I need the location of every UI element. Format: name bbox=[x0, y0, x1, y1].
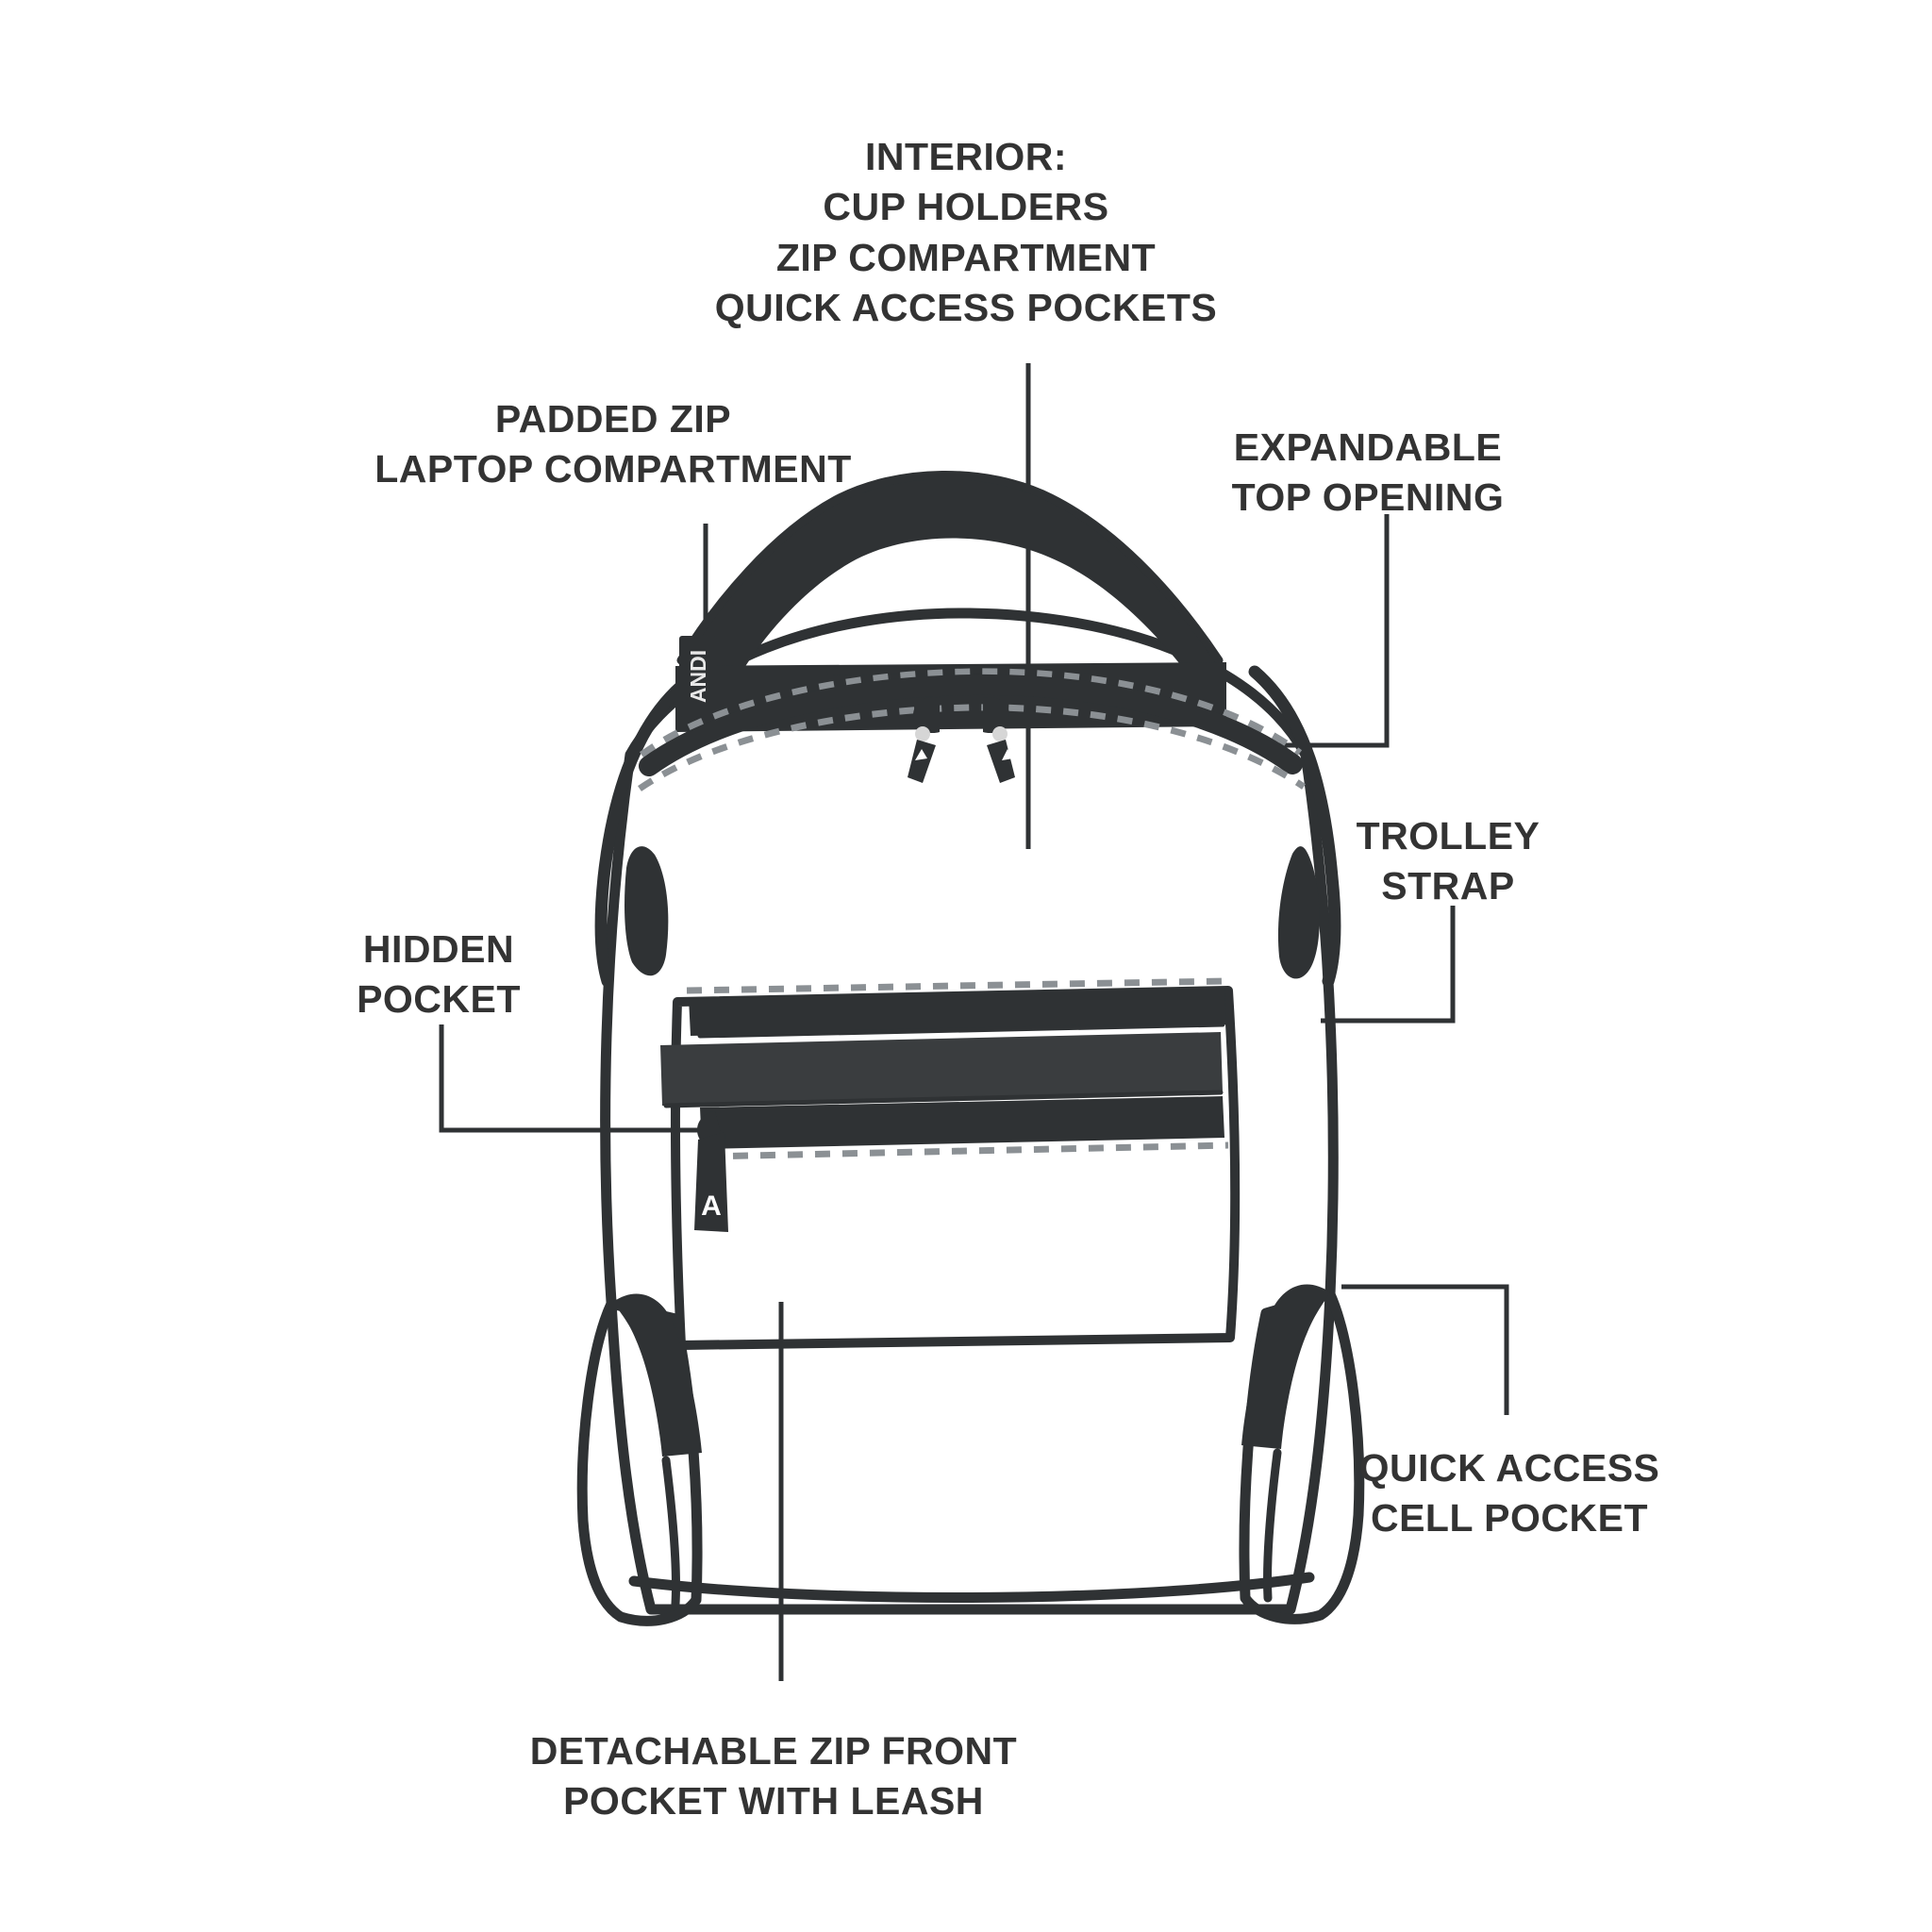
top-zipper bbox=[638, 668, 1306, 791]
zipper-slider-right bbox=[983, 696, 1009, 734]
left-pocket-seam bbox=[661, 1456, 681, 1608]
front-pocket-stitch-upper bbox=[686, 977, 1227, 994]
front-pocket-panel bbox=[670, 986, 1241, 1350]
zipper-tab-right bbox=[987, 740, 1015, 783]
handle-outline-top bbox=[676, 471, 1224, 665]
leader-trolley bbox=[1321, 906, 1456, 1024]
callout-cell-pocket: QUICK ACCESS CELL POCKET bbox=[1358, 1446, 1660, 1541]
shoulder-straps bbox=[594, 665, 1341, 988]
callout-detachable: DETACHABLE ZIP FRONT POCKET WITH LEASH bbox=[529, 1729, 1018, 1824]
callout-laptop: PADDED ZIP LAPTOP COMPARTMENT bbox=[375, 397, 852, 491]
zipper-pull-right[interactable] bbox=[983, 696, 1015, 783]
callout-expandable: EXPANDABLE TOP OPENING bbox=[1231, 425, 1505, 520]
bag-bottom-seam bbox=[628, 1572, 1315, 1604]
zipper-tab-left-logo bbox=[915, 749, 927, 760]
zipper-tab-right-logo bbox=[1002, 749, 1013, 760]
left-strap-edge bbox=[594, 670, 700, 988]
left-pocket-elastic-band bbox=[613, 1293, 702, 1457]
brand-tag: ANDI bbox=[679, 636, 717, 717]
brand-tag-patch bbox=[679, 636, 717, 717]
pull-tab-strap bbox=[694, 1132, 728, 1232]
leader-hidden bbox=[439, 1024, 717, 1133]
front-pocket-stitch-lower bbox=[705, 1141, 1229, 1160]
leader-lines bbox=[439, 363, 1509, 1681]
callout-trolley: TROLLEY STRAP bbox=[1356, 814, 1541, 908]
right-pocket-elastic-band bbox=[1241, 1284, 1330, 1449]
front-zip-highlight-2 bbox=[663, 1090, 1224, 1108]
side-pocket-left[interactable] bbox=[576, 1293, 703, 1626]
zipper-slider-left bbox=[913, 696, 940, 734]
top-zipper-tape bbox=[639, 674, 1303, 776]
right-strap-edge bbox=[1248, 665, 1341, 988]
brand-tag-label: ANDI bbox=[686, 650, 710, 703]
front-zipper-band-bottom bbox=[700, 1096, 1224, 1149]
right-pocket-seam bbox=[1262, 1448, 1282, 1603]
handle-base-band bbox=[675, 662, 1226, 732]
side-pocket-right[interactable] bbox=[1239, 1284, 1365, 1624]
front-pocket-pull-tab[interactable]: A bbox=[694, 1111, 728, 1232]
pull-tab-logo: A bbox=[701, 1191, 722, 1222]
leader-cell bbox=[1341, 1284, 1509, 1415]
front-pocket[interactable]: A bbox=[660, 977, 1241, 1350]
front-pocket-flap bbox=[660, 1032, 1223, 1106]
front-zipper-band-top bbox=[689, 987, 1226, 1036]
zipper-tab-left bbox=[908, 740, 936, 783]
zipper-pull-left[interactable] bbox=[908, 696, 940, 783]
zipper-rivet-left bbox=[915, 726, 930, 741]
handle-strap bbox=[681, 475, 1219, 717]
zipper-rivet-right bbox=[992, 726, 1008, 741]
front-zip-highlight-1 bbox=[697, 1022, 1225, 1039]
left-strap-tab bbox=[625, 846, 669, 976]
callout-interior: INTERIOR: CUP HOLDERS ZIP COMPARTMENT QU… bbox=[714, 135, 1218, 329]
callout-hidden: HIDDEN POCKET bbox=[357, 927, 521, 1022]
trolley-strap bbox=[1277, 846, 1320, 979]
